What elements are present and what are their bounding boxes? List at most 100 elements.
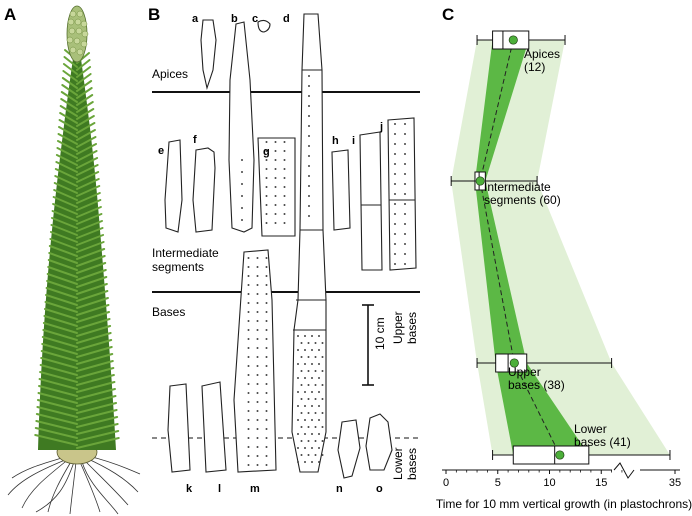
box-0	[476, 30, 566, 50]
texture-dot	[308, 185, 310, 187]
leaf	[55, 161, 78, 173]
texture-dot	[308, 85, 310, 87]
chart-bands	[451, 39, 670, 456]
texture-dot	[274, 141, 277, 143]
leaf	[61, 77, 78, 89]
texture-dot	[300, 356, 303, 358]
leaf	[43, 315, 78, 327]
texture-dot	[265, 141, 268, 143]
texture-dot	[265, 257, 268, 259]
texture-dot	[265, 464, 268, 466]
texture-dot	[283, 204, 286, 206]
leaf	[76, 332, 112, 344]
texture-dot	[308, 75, 310, 77]
texture-dot	[318, 349, 320, 351]
category-label-0: Apices	[524, 47, 560, 61]
texture-dot	[321, 398, 324, 400]
texture-dot	[274, 186, 277, 188]
leaf	[76, 318, 111, 330]
leaf	[76, 136, 97, 148]
texture-dot	[241, 159, 243, 161]
leaf	[55, 154, 78, 166]
texture-dot	[265, 159, 268, 161]
texture-dot	[394, 263, 396, 265]
texture-dot	[404, 223, 406, 225]
texture-dot	[256, 329, 259, 331]
texture-dot	[307, 412, 310, 414]
texture-dot	[318, 405, 320, 407]
texture-dot	[256, 428, 259, 430]
texture-dot	[394, 123, 396, 125]
texture-dot	[404, 203, 406, 205]
texture-dot	[265, 266, 268, 268]
texture-dot	[247, 275, 250, 277]
leaf	[46, 280, 78, 292]
leaf	[42, 329, 78, 341]
label-bases: Bases	[152, 305, 185, 319]
texture-dot	[247, 302, 250, 304]
fragment-letter-o: o	[376, 483, 383, 495]
leaf	[76, 248, 106, 260]
label-apices: Apices	[152, 67, 188, 81]
leaf	[76, 129, 96, 141]
x-tick-label: 35	[669, 477, 681, 489]
leaf	[47, 259, 78, 271]
texture-dot	[256, 311, 259, 313]
texture-dot	[318, 447, 320, 449]
texture-dot	[265, 320, 268, 322]
texture-dot	[265, 392, 268, 394]
fragment-b	[228, 21, 255, 233]
leaf	[76, 423, 119, 435]
texture-dot	[394, 233, 396, 235]
texture-dot	[274, 204, 277, 206]
leaf	[76, 178, 100, 190]
mean-dot	[509, 358, 519, 368]
panel-letter-b: B	[148, 5, 160, 24]
leaf	[49, 231, 78, 243]
texture-dot	[404, 143, 406, 145]
texture-dot	[321, 370, 324, 372]
texture-dot	[311, 363, 313, 365]
texture-dot	[308, 155, 310, 157]
iqr-band	[474, 40, 589, 455]
leaf	[76, 297, 109, 309]
texture-dot	[256, 320, 259, 322]
texture-dot	[404, 173, 406, 175]
texture-dot	[394, 213, 396, 215]
leaf	[53, 182, 78, 194]
mean-trend-line	[479, 39, 561, 456]
leaf	[76, 122, 96, 134]
texture-dot	[256, 275, 259, 277]
texture-dot	[404, 193, 406, 195]
texture-dot	[321, 440, 324, 442]
texture-dot	[311, 391, 313, 393]
fragment-letter-f: f	[193, 134, 197, 146]
leaf	[42, 322, 78, 334]
texture-dot	[321, 356, 324, 358]
mean-dot	[508, 35, 518, 45]
texture-dot	[311, 419, 313, 421]
leaf	[76, 220, 103, 232]
texture-dot	[404, 183, 406, 185]
texture-dot	[247, 392, 250, 394]
texture-dot	[307, 440, 310, 442]
texture-dot	[304, 363, 306, 365]
texture-dot	[256, 257, 259, 259]
texture-dot	[300, 384, 303, 386]
texture-dot	[321, 426, 324, 428]
texture-dot	[283, 159, 286, 161]
texture-dot	[300, 454, 303, 456]
texture-dot	[404, 153, 406, 155]
fragment-letter-a: a	[192, 13, 199, 25]
texture-dot	[404, 253, 406, 255]
axis-break	[613, 462, 635, 479]
leaf	[76, 157, 99, 169]
texture-dot	[256, 284, 259, 286]
texture-dot	[247, 419, 250, 421]
texture-dot	[247, 383, 250, 385]
texture-dot	[265, 302, 268, 304]
leaf	[34, 427, 78, 439]
category-label-3: Lower	[574, 422, 607, 436]
texture-dot	[274, 213, 277, 215]
